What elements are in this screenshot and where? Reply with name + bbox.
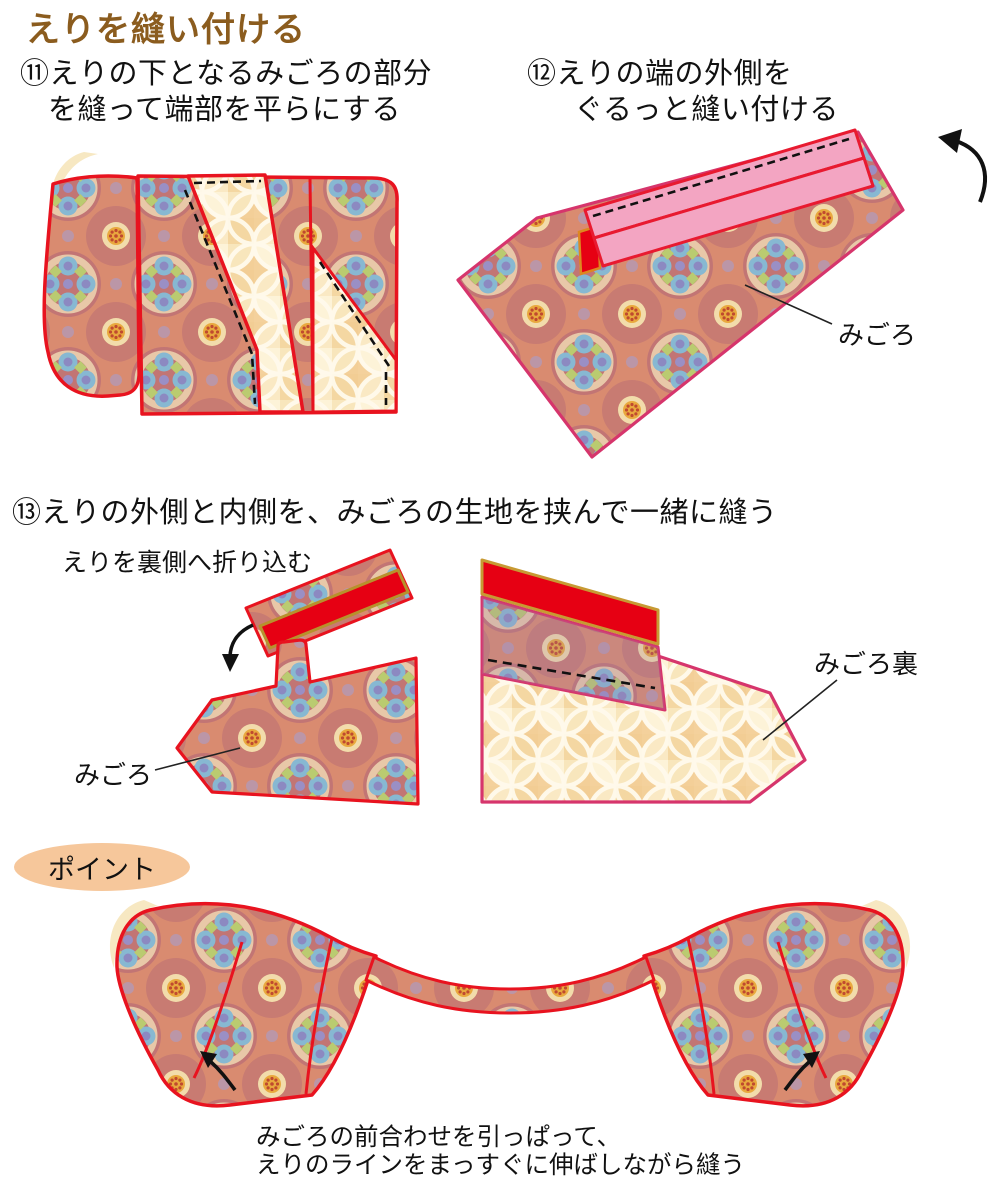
stitch-line bbox=[487, 658, 656, 690]
point-caption-line2: えりのラインをまっすぐに伸ばしながら縫う bbox=[256, 1152, 746, 1179]
stitch-line bbox=[592, 137, 850, 218]
stitch-line bbox=[183, 189, 257, 405]
migoro-label-step13: みごろ bbox=[74, 760, 153, 790]
leader-line bbox=[154, 747, 241, 771]
point-stretch-figure bbox=[109, 898, 912, 1108]
step-12-label-line1: ⑫えりの端の外側を bbox=[527, 58, 793, 90]
rotate-arrow-icon bbox=[938, 129, 988, 203]
migoro-label-step12: みごろ bbox=[838, 320, 917, 350]
leader-line bbox=[762, 679, 838, 741]
leader-line bbox=[744, 284, 833, 325]
point-caption-line1: みごろの前合わせを引っぱって、 bbox=[256, 1124, 622, 1151]
point-badge: ポイント bbox=[14, 843, 190, 891]
migoro-ura-label: みごろ裏 bbox=[814, 649, 919, 679]
page-title: えりを縫い付ける bbox=[26, 11, 306, 49]
step13-fold-figure bbox=[154, 548, 420, 806]
stitch-line bbox=[318, 261, 391, 367]
collar-strip bbox=[480, 558, 660, 646]
step-11-label-line2: を縫って端部を平らにする bbox=[48, 94, 401, 126]
pull-arrow-icon bbox=[200, 1051, 237, 1092]
step-13-label: ⑬えりの外側と内側を、みごろの生地を挟んで一緒に縫う bbox=[12, 497, 778, 529]
step-12-label-line2: ぐるっと縫い付ける bbox=[574, 94, 839, 126]
stitch-line bbox=[193, 179, 262, 185]
point-badge-label: ポイント bbox=[48, 854, 156, 885]
step12-collar-figure bbox=[456, 128, 988, 459]
fold-arrow-icon bbox=[222, 623, 254, 672]
collar-strip bbox=[258, 568, 410, 650]
step11-garment-figure bbox=[42, 152, 399, 416]
step13-backside-figure bbox=[480, 558, 838, 804]
fold-note-label: えりを裏側へ折り込む bbox=[62, 549, 313, 577]
step-11-label-line1: ⑪えりの下となるみごろの部分 bbox=[20, 58, 433, 90]
